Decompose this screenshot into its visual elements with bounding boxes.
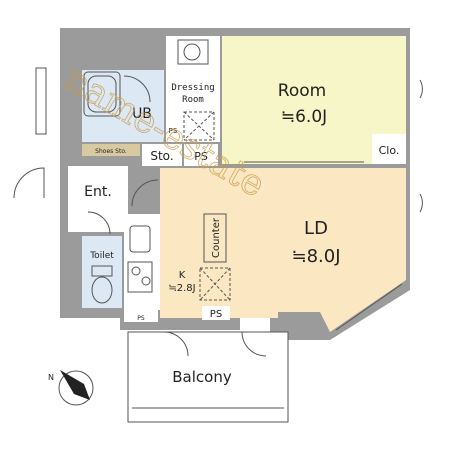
compass-north: N — [48, 373, 54, 382]
entrance-door — [13, 167, 45, 199]
room-door — [419, 79, 423, 99]
kitchen-size: ≒2.8J — [168, 283, 195, 294]
ld-size: ≒8.0J — [291, 246, 340, 267]
burner-1 — [131, 266, 141, 276]
room-label: Room — [278, 81, 326, 101]
balcony-door-1 — [163, 331, 189, 357]
fixtures — [35, 39, 403, 409]
dressing-label-2: Room — [182, 95, 204, 105]
entrance-label: Ent. — [84, 184, 112, 200]
toilet-floor — [82, 236, 122, 308]
sto-label: Sto. — [150, 149, 173, 163]
compass-arrow-icon — [60, 370, 90, 400]
fridge-diag-2 — [199, 267, 231, 301]
washer-diag-2 — [183, 111, 215, 141]
doors — [13, 75, 423, 357]
washbasin-counter — [177, 39, 209, 65]
burner-2 — [141, 276, 151, 286]
ps-floor-3 — [202, 306, 230, 320]
ps-label-1: PS — [194, 150, 208, 163]
kitchen-label: K — [179, 270, 186, 281]
balcony-label: Balcony — [172, 368, 232, 386]
window-west — [35, 67, 47, 135]
stove — [127, 261, 153, 293]
compass: N — [48, 370, 94, 406]
sink — [129, 225, 151, 253]
compass-ring — [58, 370, 94, 406]
sto-floor — [142, 144, 182, 166]
washbasin — [183, 43, 201, 61]
entrance-floor — [68, 166, 128, 232]
floors — [68, 36, 406, 423]
toilet-tank — [91, 265, 113, 277]
ps-label-4: PS — [137, 315, 145, 322]
counter-label: Counter — [211, 217, 222, 258]
clo-floor — [372, 134, 406, 164]
ps-floor-4 — [124, 310, 158, 322]
ub-floor — [82, 70, 164, 142]
ps-floor-2 — [166, 118, 180, 142]
ps-label-3: PS — [210, 309, 222, 320]
balcony-door-2 — [241, 331, 267, 357]
balcony-floor — [127, 331, 289, 423]
ps-label-2: PS — [169, 127, 178, 135]
dressing-label-1: Dressing — [171, 83, 214, 93]
ld-door — [131, 179, 159, 207]
bathtub — [83, 71, 121, 117]
ld-window-rail — [335, 283, 403, 331]
clo-label: Clo. — [379, 144, 400, 157]
toilet-bowl — [91, 276, 113, 304]
counter — [203, 213, 227, 263]
bathtub-inner — [87, 75, 117, 113]
toilet-label: Toilet — [89, 251, 114, 261]
fridge-space — [199, 267, 231, 301]
washer-pan — [183, 111, 215, 141]
room-size: ≒6.0J — [281, 107, 327, 127]
ld-side-door — [419, 193, 423, 213]
ub-door — [123, 75, 151, 103]
toilet-door — [87, 211, 111, 235]
ub-label: UB — [132, 106, 152, 122]
ld-label: LD — [304, 218, 328, 239]
shoes-label: Shoes Sto. — [95, 148, 127, 155]
labels: Room ≒6.0J LD ≒8.0J UB Dressing Room Sho… — [84, 81, 399, 386]
shoes-floor — [82, 144, 140, 156]
ps-floor-1 — [184, 144, 218, 166]
